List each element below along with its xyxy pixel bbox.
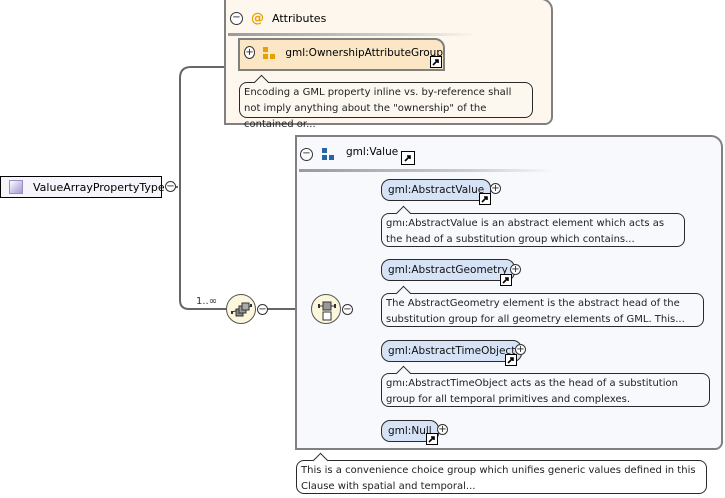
complex-type-icon [9,180,23,194]
expand-toggle[interactable]: + [437,423,448,435]
link-arrow-icon[interactable] [426,433,438,445]
element-label: gml:AbstractTimeObject [388,345,516,357]
element-label: gml:AbstractValue [388,184,485,196]
element-doc-abstract-geometry: The AbstractGeometry element is the abst… [381,285,704,327]
expand-toggle[interactable]: + [490,182,501,194]
value-group-header-rule [299,169,619,172]
element-null[interactable]: gml:Null [381,420,439,442]
connector-root-sequence [179,299,226,310]
root-collapse-toggle[interactable]: − [165,180,176,192]
element-doc-text: gml:AbstractValue is an abstract element… [386,218,665,245]
element-doc-text: The AbstractGeometry element is the abst… [386,298,685,325]
link-arrow-icon[interactable] [500,274,512,286]
choice-collapse-toggle[interactable]: − [342,303,353,315]
attributes-collapse-toggle[interactable]: − [230,11,243,25]
group-icon [322,148,334,160]
attribute-group-doc-text: Encoding a GML property inline vs. by-re… [244,87,512,130]
root-type-label: ValueArrayPropertyType [33,180,165,194]
connector-root-attributes [176,66,226,300]
root-type-node[interactable]: ValueArrayPropertyType [0,176,165,198]
expand-toggle[interactable]: + [510,263,521,275]
element-doc-text: gml:AbstractTimeObject acts as the head … [386,378,678,405]
attribute-group-label: gml:OwnershipAttributeGroup [285,46,443,59]
expand-toggle[interactable]: + [244,46,256,59]
ownership-attribute-group-node[interactable]: + gml:OwnershipAttributeGroup [238,38,445,71]
element-doc-abstract-value: gml:AbstractValue is an abstract element… [381,205,685,247]
sequence-compositor[interactable] [226,294,256,324]
element-doc-abstract-time-object: gml:AbstractTimeObject acts as the head … [381,365,710,407]
attributes-header: Attributes [272,11,327,25]
link-arrow-icon[interactable] [401,151,416,165]
attribute-group-doc: Encoding a GML property inline vs. by-re… [239,74,533,130]
element-abstract-time-object[interactable]: gml:AbstractTimeObject [381,340,523,362]
element-label: gml:AbstractGeometry [388,264,508,276]
link-arrow-icon[interactable] [505,354,517,366]
choice-compositor-icon [318,301,336,321]
value-group-label: gml:Value [346,146,399,158]
link-arrow-icon[interactable] [479,193,491,205]
attribute-group-icon [263,46,276,59]
value-group-doc: This is a convenience choice group which… [296,452,707,494]
at-icon: @ [251,10,264,26]
element-abstract-geometry[interactable]: gml:AbstractGeometry [381,259,515,281]
choice-compositor[interactable] [311,294,341,324]
sequence-compositor-icon [231,302,253,317]
attributes-header-rule [228,33,538,36]
value-group-doc-text: This is a convenience choice group which… [301,465,696,492]
element-abstract-value[interactable]: gml:AbstractValue [381,179,492,201]
sequence-collapse-toggle[interactable]: − [257,303,268,315]
expand-toggle[interactable]: + [515,343,526,355]
link-arrow-icon[interactable] [430,56,442,68]
element-label: gml:Null [388,425,432,437]
cardinality-label: 1..∞ [196,296,218,307]
value-group-collapse-toggle[interactable]: − [300,147,313,161]
